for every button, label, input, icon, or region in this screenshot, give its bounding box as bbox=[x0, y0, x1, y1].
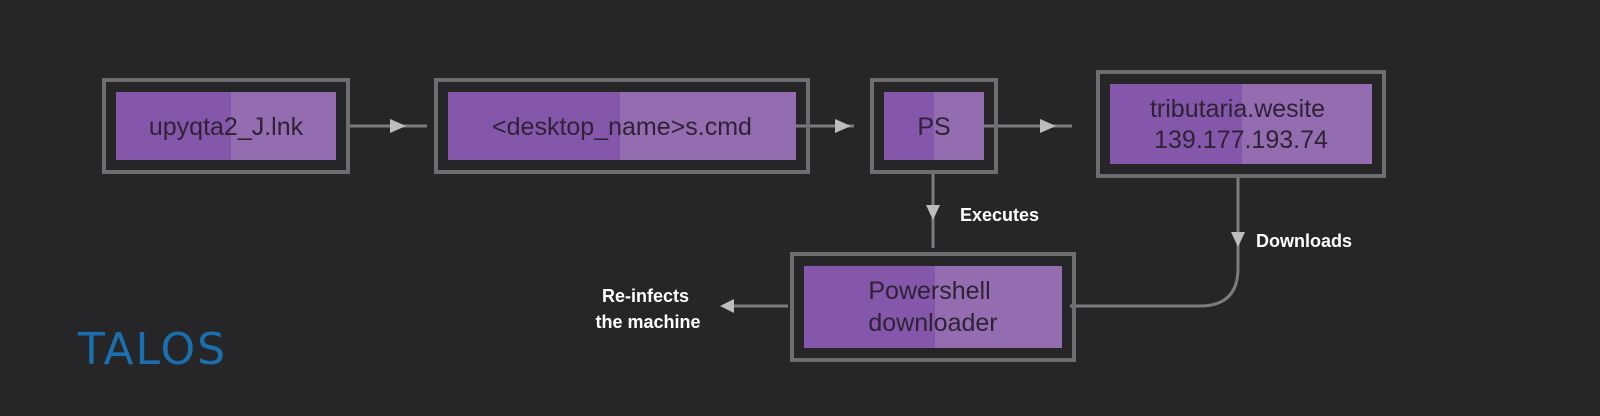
svg-text:tributaria.wesite 139.17: tributaria.wesite 139.177.193.74 bbox=[1150, 95, 1332, 154]
node-powershell-downloader: Powershell downloader bbox=[790, 252, 1076, 362]
node-fill-left bbox=[448, 92, 620, 160]
edge-site-to-downloader bbox=[1070, 175, 1240, 308]
node-frame bbox=[790, 252, 1076, 362]
node-frame bbox=[434, 78, 810, 174]
node-cmd-file: <desktop_name>s.cmd bbox=[434, 78, 810, 174]
node-label-line-1: tributaria.wesite bbox=[1150, 95, 1325, 123]
node-fill-right bbox=[935, 266, 1062, 348]
node-fill-right bbox=[620, 92, 796, 160]
node-fill-left bbox=[884, 92, 934, 160]
node-frame bbox=[870, 78, 998, 174]
node-label-line-1: Powershell bbox=[868, 277, 990, 305]
svg-text:upyqta2_J.lnk: upyqta2_J.lnk bbox=[149, 113, 304, 141]
edge-label-executes: Executes bbox=[960, 205, 1039, 225]
svg-text:PS: PS bbox=[917, 113, 950, 141]
edge-label-reinfects-line-2: the machine bbox=[595, 312, 700, 332]
node-fill-left bbox=[1110, 84, 1242, 164]
node-frame bbox=[1096, 70, 1386, 178]
node-frame bbox=[102, 78, 350, 174]
arrowhead-downloads bbox=[1231, 232, 1245, 247]
svg-text:<desktop_name>s.cmd: <desktop_name>s.cmd bbox=[492, 113, 752, 141]
arrowhead-reinfect bbox=[720, 299, 734, 313]
node-label-line-2: 139.177.193.74 bbox=[1154, 126, 1328, 154]
arrowhead-executes bbox=[926, 205, 940, 220]
node-fill-left bbox=[804, 266, 935, 348]
svg-text:Powershell downloader: Powershell downloader bbox=[868, 277, 997, 337]
arrowhead-lnk-cmd bbox=[390, 119, 406, 133]
arrowhead-ps-site bbox=[1040, 119, 1056, 133]
node-label: <desktop_name>s.cmd bbox=[492, 113, 752, 141]
node-fill-left bbox=[116, 92, 231, 160]
edge-label-downloads: Downloads bbox=[1256, 231, 1352, 251]
node-label: PS bbox=[917, 113, 950, 141]
node-lnk-file: upyqta2_J.lnk bbox=[102, 78, 350, 174]
node-ps: PS bbox=[870, 78, 998, 174]
node-fill-right bbox=[231, 92, 336, 160]
arrowhead-cmd-ps bbox=[835, 119, 851, 133]
arrowheads bbox=[390, 119, 1245, 313]
talos-logo: TALOS bbox=[77, 324, 227, 375]
edge-label-reinfects-line-1: Re-infects bbox=[602, 286, 689, 306]
node-label-line-2: downloader bbox=[868, 309, 997, 337]
svg-text:Re-infects the machine: Re-infects the machine bbox=[595, 286, 700, 332]
node-remote-site: tributaria.wesite 139.177.193.74 bbox=[1096, 70, 1386, 178]
node-fill-right bbox=[1242, 84, 1372, 164]
connectors bbox=[348, 124, 1240, 308]
node-fill-right bbox=[934, 92, 984, 160]
node-label: upyqta2_J.lnk bbox=[149, 113, 304, 141]
